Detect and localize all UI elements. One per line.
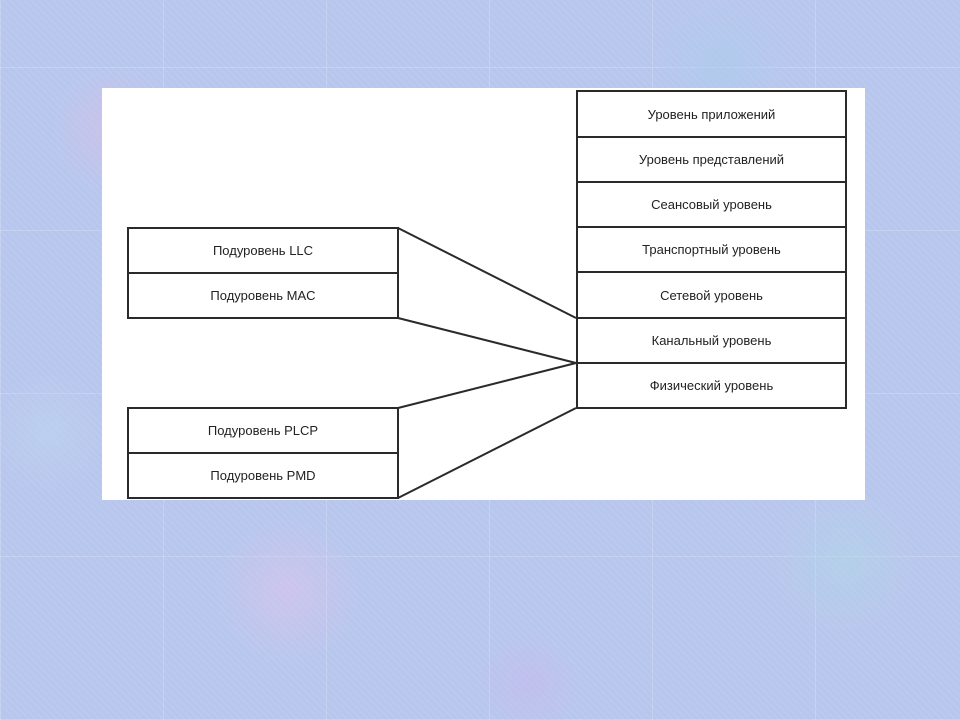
osi-layer-transport: Транспортный уровень bbox=[576, 226, 847, 271]
osi-layer-datalink: Канальный уровень bbox=[576, 317, 847, 362]
osi-layer-application: Уровень приложений bbox=[576, 90, 847, 136]
sublayer-plcp: Подуровень PLCP bbox=[127, 407, 399, 452]
connector-lines bbox=[397, 227, 577, 499]
osi-layer-network: Сетевой уровень bbox=[576, 271, 847, 317]
osi-layer-session: Сеансовый уровень bbox=[576, 181, 847, 226]
osi-layer-physical: Физический уровень bbox=[576, 362, 847, 409]
sublayer-mac: Подуровень MAC bbox=[127, 272, 399, 319]
diagram-panel: Уровень приложений Уровень представлений… bbox=[102, 88, 865, 500]
osi-layer-presentation: Уровень представлений bbox=[576, 136, 847, 181]
sublayer-pmd: Подуровень PMD bbox=[127, 452, 399, 499]
sublayer-llc: Подуровень LLC bbox=[127, 227, 399, 272]
llc-top-connector bbox=[397, 227, 577, 319]
plcp-top-connector bbox=[397, 362, 577, 409]
pmd-bottom-connector bbox=[397, 407, 577, 499]
mac-bottom-connector bbox=[397, 317, 577, 364]
